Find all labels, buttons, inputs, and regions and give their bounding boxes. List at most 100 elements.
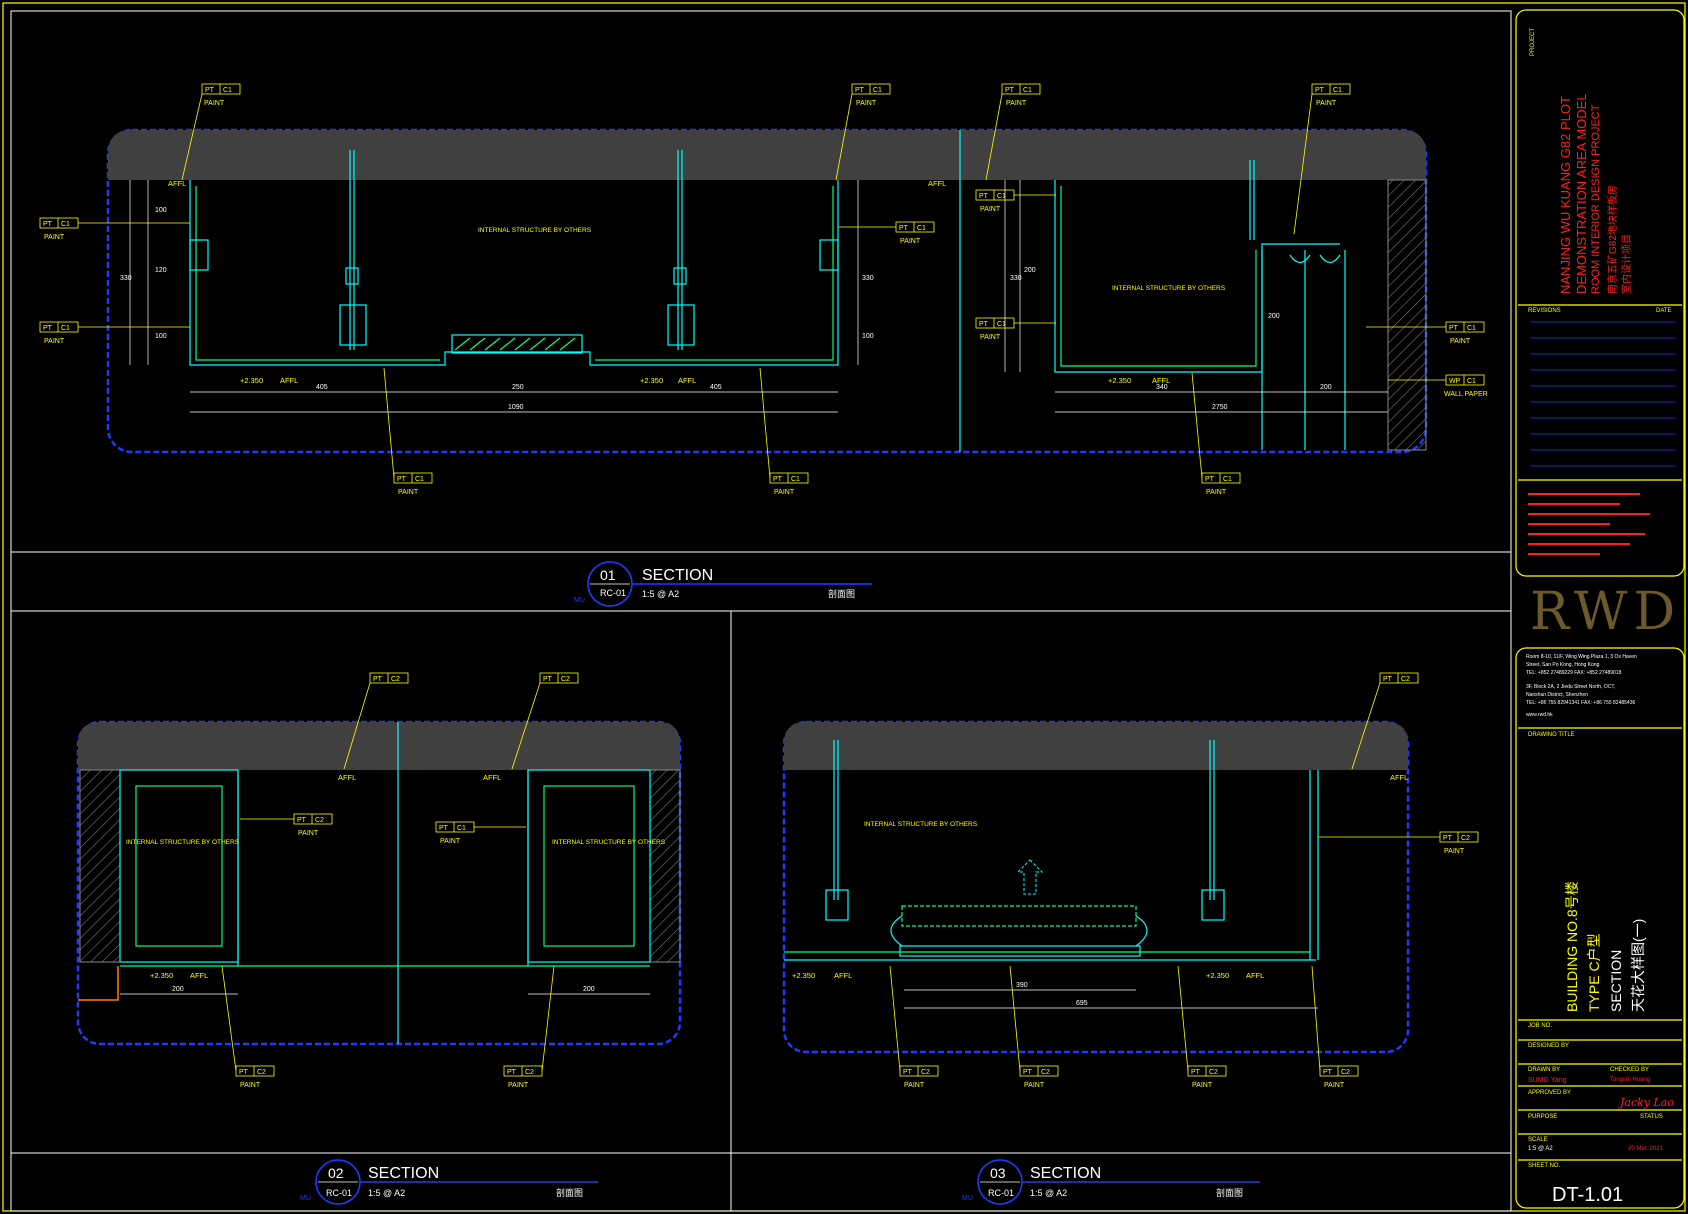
approved-signature: Jacky Lao bbox=[1620, 1096, 1674, 1109]
tag-s01-13-code: PT bbox=[1205, 476, 1215, 483]
section-01-level-1: +2.350 bbox=[240, 376, 263, 385]
section-03-level-2: AFFL bbox=[834, 971, 852, 980]
tag-s02-1-num: C2 bbox=[391, 676, 400, 683]
section-03-ceiling-slab bbox=[784, 722, 1408, 770]
section-02-ref: RC-01 bbox=[326, 1188, 352, 1198]
tag-s02-2-num: C2 bbox=[561, 676, 570, 683]
tag-s03-2: PT C2 PAINT bbox=[1318, 831, 1479, 855]
titleblock-disclaimer-lines bbox=[1528, 493, 1650, 555]
section-01-dimensions bbox=[129, 180, 1388, 413]
tag-s01-4-num: C1 bbox=[873, 87, 882, 94]
tag-s01-9-code: PT bbox=[1315, 87, 1325, 94]
section-02-wall-hatch-left bbox=[79, 769, 121, 963]
section-01-vdim-3: 330 bbox=[120, 275, 132, 282]
section-02-level-4: AFFL bbox=[483, 773, 501, 782]
tag-s01-6-code: PT bbox=[1005, 87, 1015, 94]
section-01-scale: 1:5 @ A2 bbox=[642, 589, 679, 599]
section-02-dim-1: 200 bbox=[172, 986, 184, 993]
tag-s01-7-num: C1 bbox=[997, 193, 1006, 200]
tag-s01-1-code: PT bbox=[205, 87, 215, 94]
tag-s03-4-num: C2 bbox=[1041, 1069, 1050, 1076]
address-line-6: TEL: +86 755 82941341 FAX: +86 755 82485… bbox=[1526, 700, 1636, 706]
section-03-levels: +2.350 AFFL +2.350 AFFL AFFL bbox=[792, 773, 1408, 980]
tag-s01-14-label: WALL PAPER bbox=[1444, 391, 1488, 398]
section-01-ceiling-slab bbox=[108, 130, 1426, 180]
tag-s01-9: PT C1 PAINT bbox=[1293, 83, 1351, 235]
tag-s01-14: WP C1 WALL PAPER bbox=[1388, 374, 1488, 398]
tag-s01-12-num: C1 bbox=[791, 476, 800, 483]
section-02-dim-text: 200 200 bbox=[172, 986, 595, 993]
section-01-number: 01 bbox=[600, 567, 616, 583]
tag-s02-5-label: PAINT bbox=[240, 1082, 261, 1089]
tag-s02-2: PT C2 bbox=[511, 672, 579, 770]
section-03-profile bbox=[784, 740, 1319, 961]
section-01-prefix: MU bbox=[574, 597, 585, 604]
date-label: DATE bbox=[1656, 308, 1672, 314]
section-01-vdim-7: 200 bbox=[1024, 267, 1036, 274]
approved-by-label: APPROVED BY bbox=[1528, 1090, 1572, 1096]
section-01-dim-405a: 405 bbox=[316, 384, 328, 391]
tag-s02-3-num: C2 bbox=[315, 817, 324, 824]
section-03-up-arrow bbox=[1016, 859, 1044, 895]
tag-s01-2-code: PT bbox=[43, 221, 53, 228]
tag-s03-2-code: PT bbox=[1443, 835, 1453, 842]
section-01-vdim-2: 120 bbox=[155, 267, 167, 274]
section-01-tags: PT C1 PAINT PT C1 PAINT PT C1 PAINT PT C… bbox=[39, 83, 1488, 496]
section-02-orange-mark bbox=[78, 966, 119, 1001]
project-label: PROJECT bbox=[1530, 27, 1536, 56]
section-01-dim-405b: 405 bbox=[710, 384, 722, 391]
section-01-title: SECTION bbox=[642, 567, 713, 584]
project-line-4: 南京五矿G82地块样板房 bbox=[1608, 185, 1619, 294]
drawing-title-line-4: 天花大样图(一) bbox=[1630, 918, 1646, 1012]
tag-s02-6: PT C2 PAINT bbox=[503, 965, 555, 1089]
purpose-label: PURPOSE bbox=[1528, 1114, 1558, 1120]
tag-s01-1: PT C1 PAINT bbox=[181, 83, 241, 181]
section-02-level-1: +2.350 bbox=[150, 971, 173, 980]
section-02-level-2: AFFL bbox=[190, 971, 208, 980]
tag-s01-9-label: PAINT bbox=[1316, 100, 1337, 107]
section-01-notes: INTERNAL STRUCTURE BY OTHERS INTERNAL ST… bbox=[478, 227, 1226, 292]
tag-s03-3-num: C2 bbox=[921, 1069, 930, 1076]
section-02-level-3: AFFL bbox=[338, 773, 356, 782]
tag-s01-9-num: C1 bbox=[1333, 87, 1342, 94]
titleblock-frames bbox=[1515, 9, 1685, 1209]
section-03-title-block: 03 RC-01 SECTION 1:5 @ A2 剖面图 MU bbox=[962, 1159, 1260, 1205]
tag-s01-11-label: PAINT bbox=[398, 489, 419, 496]
section-01-vdim-6: 330 bbox=[862, 275, 874, 282]
tag-s02-4-num: C1 bbox=[457, 825, 466, 832]
drawing-title-line-3: SECTION bbox=[1608, 949, 1624, 1012]
section-03-number: 03 bbox=[990, 1165, 1006, 1181]
section-01-level-2: AFFL bbox=[280, 376, 298, 385]
tag-s01-4-code: PT bbox=[855, 87, 865, 94]
tag-s01-12: PT C1 PAINT bbox=[759, 367, 809, 496]
tag-s01-2: PT C1 PAINT bbox=[39, 217, 190, 241]
project-line-1: NANJING WU KUANG G82 PLOT bbox=[1558, 96, 1573, 294]
tag-s02-5-code: PT bbox=[239, 1069, 249, 1076]
section-01-ceiling-profile-left bbox=[189, 150, 839, 366]
section-01-note-1: INTERNAL STRUCTURE BY OTHERS bbox=[478, 227, 592, 234]
tag-s01-7-label: PAINT bbox=[980, 206, 1001, 213]
section-03-dim-1: 390 bbox=[1016, 982, 1028, 989]
tag-s02-3: PT C2 PAINT bbox=[240, 813, 333, 837]
section-03-scale: 1:5 @ A2 bbox=[1030, 1188, 1067, 1198]
tag-s01-5-label: PAINT bbox=[900, 238, 921, 245]
tag-s01-1-label: PAINT bbox=[204, 100, 225, 107]
tag-s02-6-label: PAINT bbox=[508, 1082, 529, 1089]
tag-s03-5-label: PAINT bbox=[1192, 1082, 1213, 1089]
tag-s02-5-num: C2 bbox=[257, 1069, 266, 1076]
tag-s03-3-label: PAINT bbox=[904, 1082, 925, 1089]
section-03-drawing: 390 695 +2.350 AFFL +2.350 AFFL AFFL INT… bbox=[782, 720, 1410, 1054]
section-01-dim-1090: 1090 bbox=[508, 404, 524, 411]
tag-s01-10: PT C1 PAINT bbox=[1366, 321, 1485, 345]
tag-s02-1-code: PT bbox=[373, 676, 383, 683]
tag-s03-2-num: C2 bbox=[1461, 835, 1470, 842]
project-line-2: DEMONSTRATION AREA MODEL bbox=[1574, 93, 1589, 294]
tag-s03-4-label: PAINT bbox=[1024, 1082, 1045, 1089]
tag-s02-3-label: PAINT bbox=[298, 830, 319, 837]
section-01-level-6: AFFL bbox=[1152, 376, 1170, 385]
section-01-cn-title: 剖面图 bbox=[828, 588, 855, 599]
drawing-title-line-2: TYPE C户型 bbox=[1586, 933, 1602, 1012]
tag-s01-3-code: PT bbox=[43, 325, 53, 332]
tag-s01-14-code: WP bbox=[1449, 378, 1461, 385]
